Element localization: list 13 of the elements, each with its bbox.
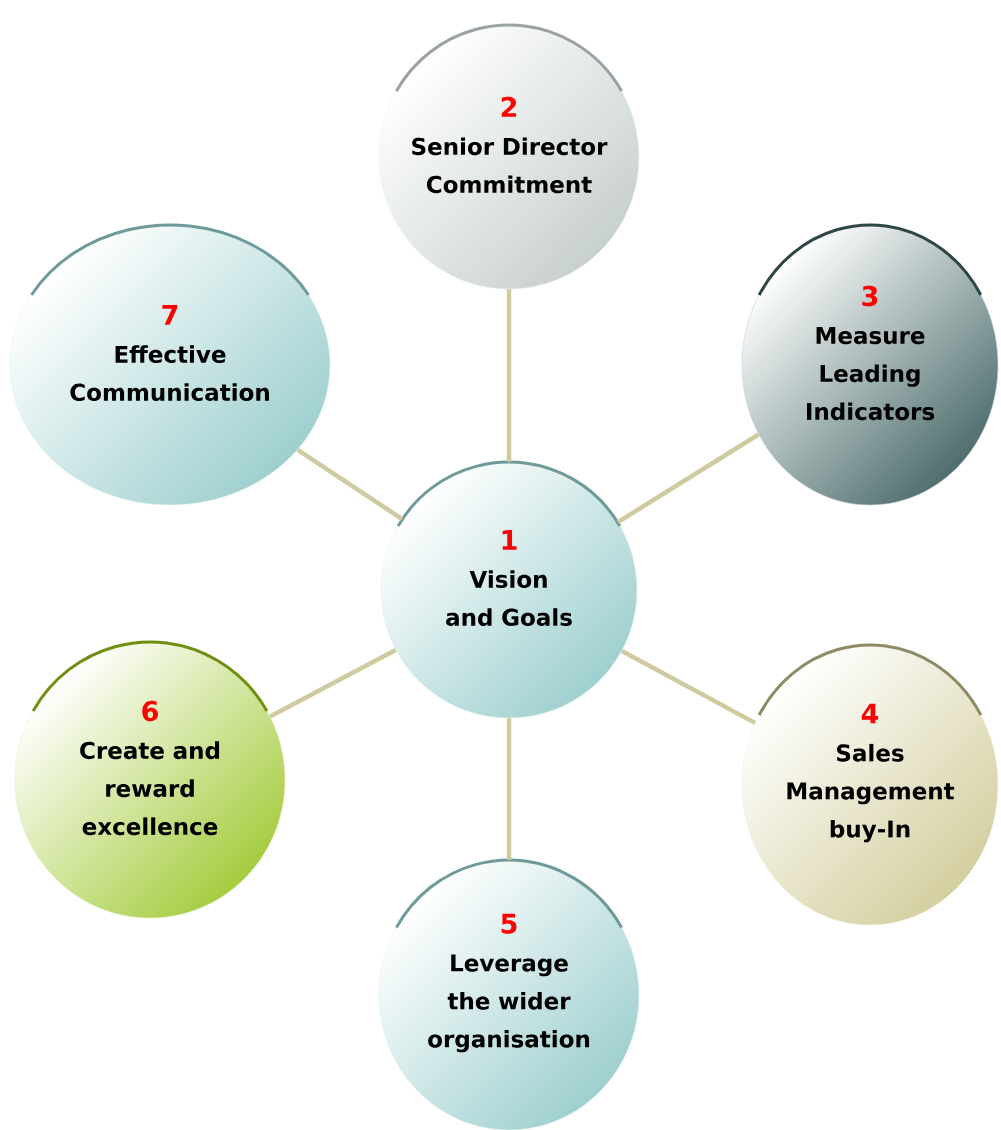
connector-line	[620, 649, 757, 725]
circle-node: 5 Leverage the wider organisation	[378, 858, 640, 1130]
circle-node: 4 Sales Management buy-In	[741, 643, 999, 926]
connector-line	[506, 289, 512, 462]
circle-node: 3 Measure Leading Indicators	[741, 223, 999, 506]
connector-line	[506, 718, 512, 860]
circle-node: 6 Create and reward excellence	[14, 640, 286, 919]
circle-node: 2 Senior Director Commitment	[378, 23, 640, 290]
connector-line	[616, 432, 760, 525]
circle-node: 1 Vision and Goals	[380, 460, 638, 719]
connector-line	[269, 648, 397, 719]
circle-node: 7 Effective Communication	[9, 223, 331, 506]
connector-line	[296, 447, 404, 521]
